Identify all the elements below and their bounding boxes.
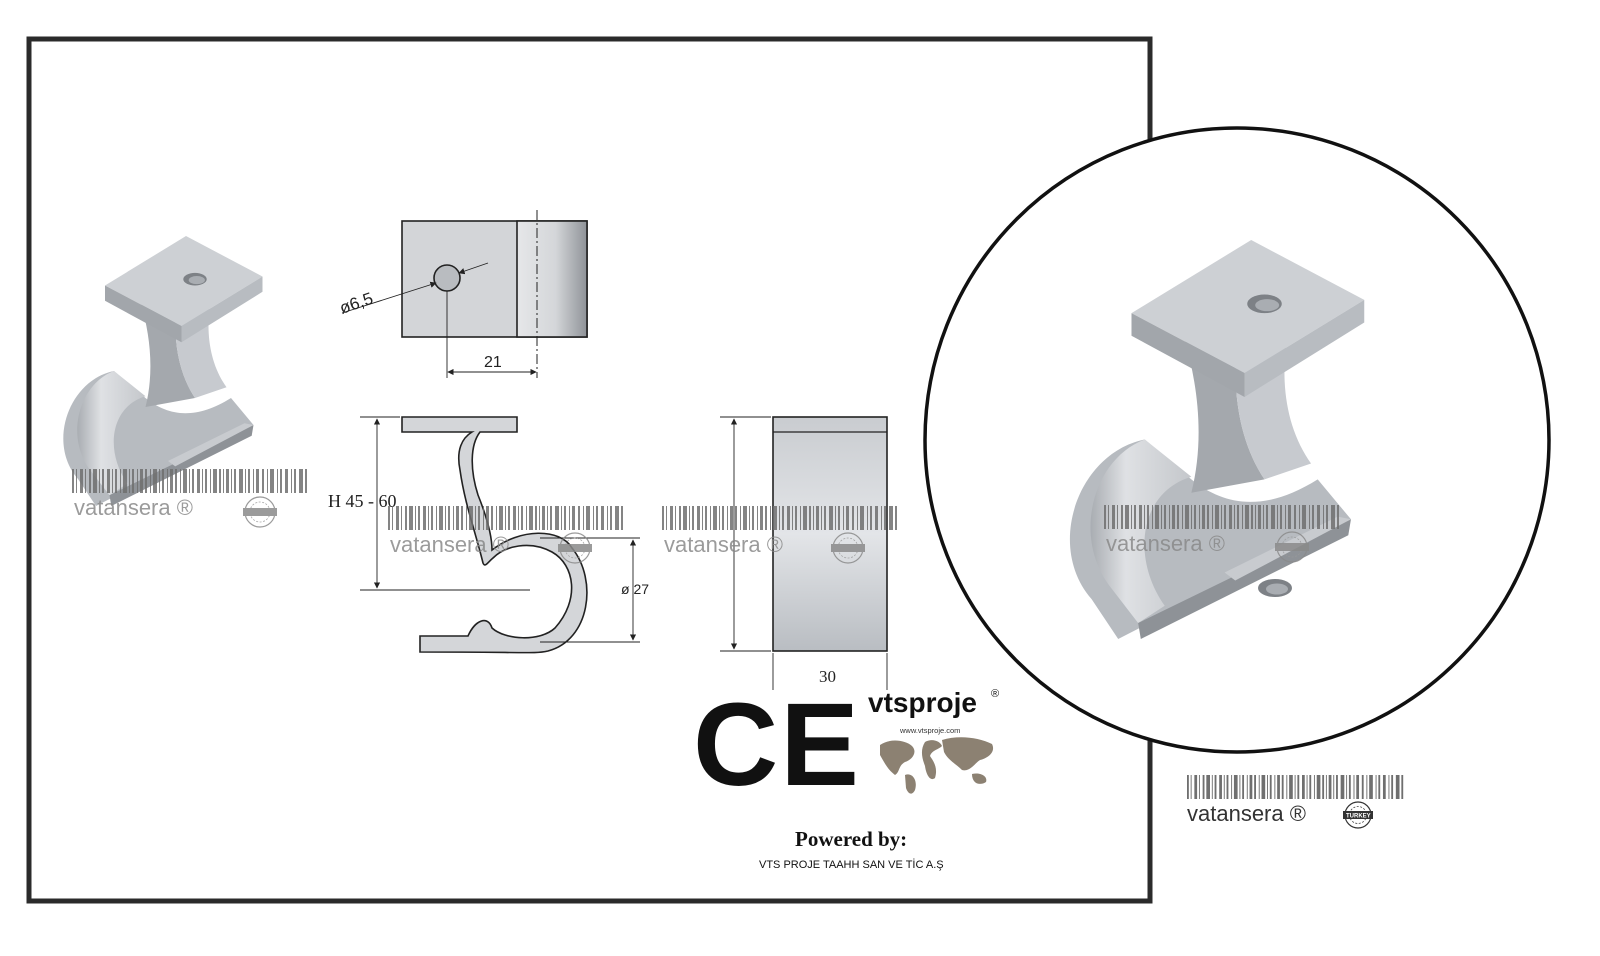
ce-mark: CE bbox=[693, 679, 861, 811]
powered-by-label: Powered by: bbox=[795, 827, 907, 851]
company-name: VTS PROJE TAAHH SAN VE TİC A.Ş bbox=[759, 858, 944, 871]
watermark-text: vatansera ® bbox=[1187, 801, 1306, 826]
watermark-4: vatansera ® bbox=[1104, 505, 1339, 563]
turkey-badge-text: TURKEY bbox=[1346, 814, 1371, 820]
watermark-2: vatansera ® bbox=[388, 506, 623, 564]
top-view bbox=[341, 210, 588, 378]
zoom-callout bbox=[923, 126, 1551, 754]
dim-top-width: 21 bbox=[484, 354, 502, 371]
dim-height: H 45 - 60 bbox=[328, 491, 397, 511]
watermark-text: vatansera ® bbox=[664, 532, 783, 557]
dim-pipe-diameter: ø 27 bbox=[621, 581, 649, 597]
vtsproje-registered-mark: ® bbox=[991, 688, 999, 700]
mounting-hole bbox=[433, 264, 461, 292]
watermark-3: vatansera ® bbox=[662, 506, 897, 564]
front-profile-view bbox=[360, 416, 640, 654]
watermark-text: vatansera ® bbox=[74, 495, 193, 520]
watermark-text: vatansera ® bbox=[1106, 531, 1225, 556]
watermark-1: vatansera ® bbox=[72, 469, 307, 528]
watermark-text: vatansera ® bbox=[390, 532, 509, 557]
side-view bbox=[720, 416, 888, 690]
vtsproje-url: www.vtsproje.com bbox=[899, 726, 960, 735]
vtsproje-logo: vtsproje bbox=[868, 687, 977, 718]
watermark-5: vatansera ® TURKEY bbox=[1187, 775, 1404, 829]
world-map-icon bbox=[880, 737, 994, 794]
dim-side-width: 30 bbox=[819, 667, 836, 686]
